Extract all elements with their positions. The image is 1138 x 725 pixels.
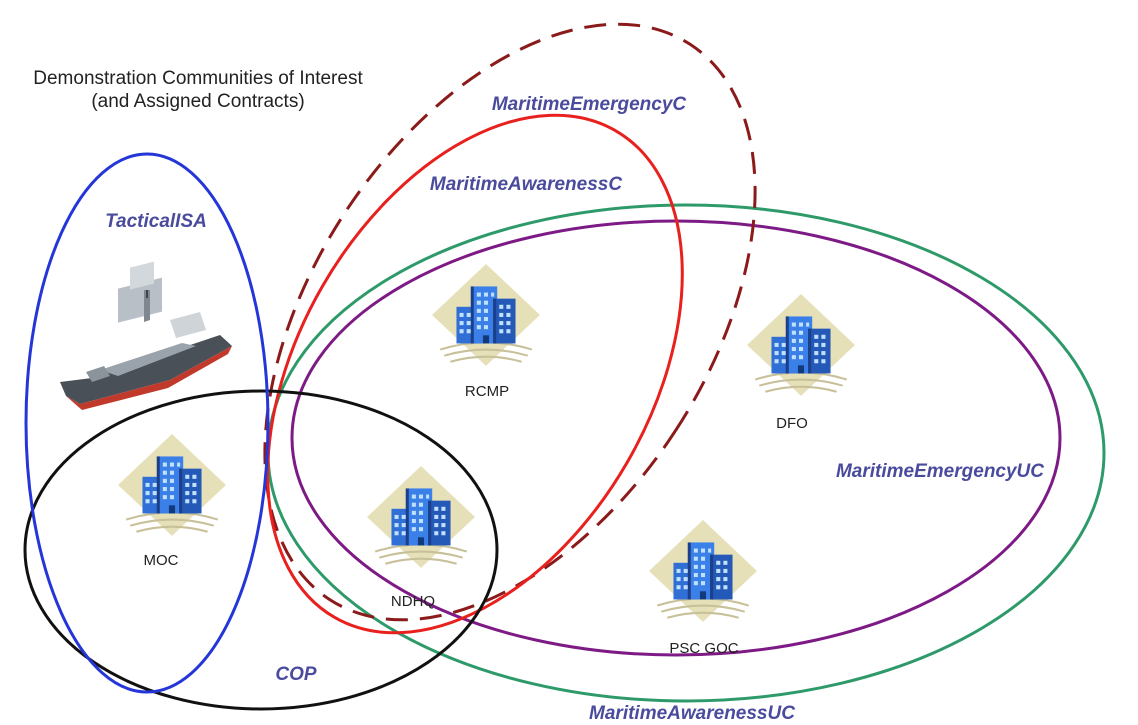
- building-node-moc: MOC: [117, 433, 227, 569]
- tactical-isa-ellipse: [24, 152, 270, 694]
- cop-ellipse: [23, 389, 499, 711]
- maritime-emergency-c-ellipse: [263, 22, 757, 622]
- building-icon: [366, 465, 476, 569]
- maritime-awareness-c-ellipse: [266, 113, 684, 635]
- building-node-ndhq: NDHQ: [366, 465, 476, 610]
- maritime-emergency-c-label: MaritimeEmergencyC: [492, 94, 687, 115]
- node-label-rcmp: RCMP: [465, 383, 509, 400]
- cop-label: COP: [275, 664, 317, 685]
- diagram-title-line-2: (and Assigned Contracts): [91, 91, 304, 112]
- node-label-dfo: DFO: [776, 415, 808, 432]
- tactical-isa-label: TacticalISA: [105, 211, 207, 232]
- maritime-awareness-c-label: MaritimeAwarenessC: [430, 174, 622, 195]
- building-node-psc-goc: PSC GOC: [648, 519, 758, 657]
- node-label-psc-goc: PSC GOC: [669, 640, 738, 657]
- node-label-moc: MOC: [144, 552, 179, 569]
- warship-icon: [60, 261, 232, 410]
- building-icon: [117, 433, 227, 537]
- maritime-emergency-uc-label: MaritimeEmergencyUC: [836, 461, 1044, 482]
- maritime-awareness-uc-ellipse: [266, 203, 1106, 703]
- building-node-dfo: DFO: [746, 293, 856, 432]
- building-icon: [648, 519, 758, 623]
- building-icon: [431, 263, 541, 367]
- diagram-title-line-1: Demonstration Communities of Interest: [33, 68, 363, 89]
- building-icon: [746, 293, 856, 397]
- building-node-rcmp: RCMP: [431, 263, 541, 400]
- maritime-awareness-uc-label: MaritimeAwarenessUC: [589, 703, 795, 724]
- node-label-ndhq: NDHQ: [391, 593, 435, 610]
